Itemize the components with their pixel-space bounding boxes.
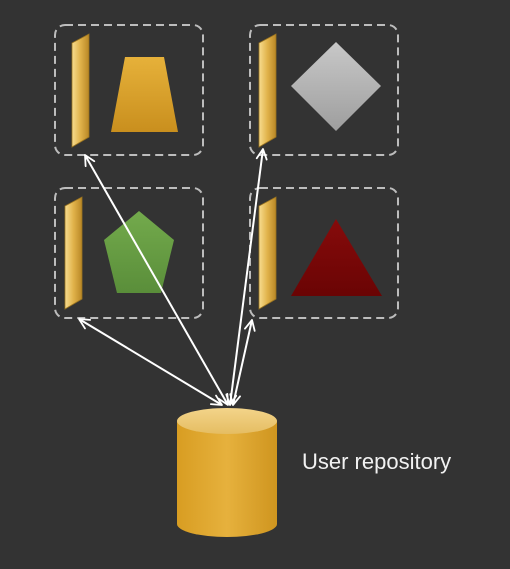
- arrow-repo-to-triangle: [229, 319, 256, 406]
- service-box-diamond: [249, 24, 399, 156]
- trapezoid-service-icon: [111, 57, 178, 132]
- gateway-panel-icon: [71, 33, 90, 148]
- arrow-repo-to-pentagon: [78, 318, 223, 406]
- arrow-repo-to-trapezoid: [84, 154, 229, 406]
- connection-arrows: [78, 148, 268, 406]
- service-box-border: [249, 24, 399, 156]
- service-box-triangle: [249, 187, 399, 319]
- service-box-border: [54, 24, 204, 156]
- gateway-panel-icon: [258, 33, 277, 148]
- database-cylinder-icon: [177, 408, 277, 537]
- triangle-service-icon: [291, 219, 382, 296]
- gateway-panel-icon: [64, 196, 83, 310]
- gateway-panel-icon: [258, 196, 277, 310]
- diamond-service-icon: [291, 42, 381, 131]
- service-box-trapezoid: [54, 24, 204, 156]
- repository-label: User repository: [302, 449, 452, 474]
- arrow-repo-to-diamond: [225, 148, 268, 406]
- pentagon-service-icon: [104, 211, 174, 293]
- service-box-pentagon: [54, 187, 204, 319]
- service-box-border: [249, 187, 399, 319]
